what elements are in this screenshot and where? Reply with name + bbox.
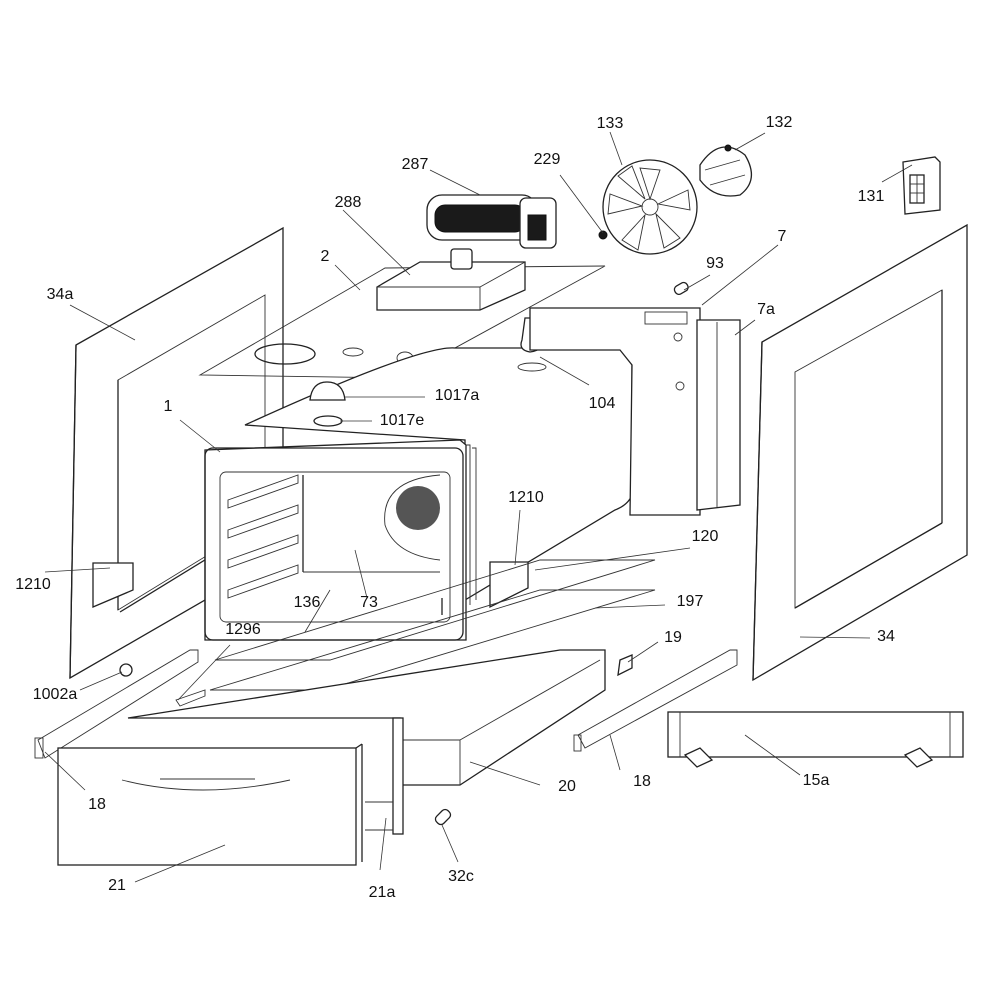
part-label-15a: 15a — [802, 772, 830, 789]
lamp-cover — [309, 381, 346, 401]
convection-fan-blade — [602, 159, 698, 255]
lamp-knob — [673, 281, 689, 296]
grommet — [119, 663, 133, 677]
side-bracket-right — [489, 561, 529, 609]
right-side-panel — [752, 223, 968, 682]
drawer-runner-left — [34, 649, 199, 759]
part-label-1296: 1296 — [225, 621, 261, 638]
lamp-seal — [313, 415, 343, 427]
cooling-fan-motor — [426, 194, 557, 249]
part-label-136: 136 — [293, 594, 321, 611]
control-panel-front — [696, 319, 741, 511]
part-label-1210-left: 1210 — [15, 576, 51, 593]
part-label-1: 1 — [163, 398, 173, 415]
part-label-18-left: 18 — [88, 796, 106, 813]
part-label-21: 21 — [108, 877, 126, 894]
fan-motor — [699, 144, 752, 197]
drawer-guide — [175, 689, 206, 707]
part-label-93: 93 — [706, 255, 724, 272]
part-label-197: 197 — [676, 593, 704, 610]
oven-cavity — [204, 347, 633, 641]
fan-nut — [598, 230, 608, 240]
top-duct-box — [376, 248, 526, 311]
bottom-plate — [209, 589, 656, 691]
part-label-287: 287 — [401, 156, 429, 173]
part-label-104: 104 — [588, 395, 616, 412]
part-label-1210-right: 1210 — [508, 489, 544, 506]
part-label-1017e: 1017e — [379, 412, 425, 429]
drawer-front-bracket — [365, 717, 404, 835]
part-label-18-right: 18 — [633, 773, 651, 790]
part-label-132: 132 — [765, 114, 793, 131]
side-bracket-left — [92, 562, 134, 608]
part-label-131: 131 — [857, 188, 885, 205]
part-label-2: 2 — [320, 248, 330, 265]
foot-adjuster — [434, 808, 452, 826]
part-label-19: 19 — [664, 629, 682, 646]
drawer-runner-right — [573, 649, 738, 752]
drawer-front — [57, 743, 363, 866]
part-label-32c: 32c — [448, 868, 474, 885]
part-label-7: 7 — [777, 228, 787, 245]
part-label-20: 20 — [558, 778, 576, 795]
part-label-73: 73 — [360, 594, 378, 611]
part-label-1002a: 1002a — [32, 686, 78, 703]
part-label-133: 133 — [596, 115, 624, 132]
leader-lines — [44, 131, 913, 883]
part-label-34a: 34a — [46, 286, 74, 303]
plinth-base — [667, 711, 964, 768]
part-label-34: 34 — [877, 628, 895, 645]
part-label-7a: 7a — [757, 301, 775, 318]
part-label-1017a: 1017a — [434, 387, 480, 404]
terminal-block — [902, 156, 941, 215]
part-label-288: 288 — [334, 194, 362, 211]
hinge-catch — [617, 654, 633, 677]
part-label-229: 229 — [533, 151, 561, 168]
part-label-21a: 21a — [368, 884, 396, 901]
bottom-insulation — [214, 559, 656, 661]
part-label-120: 120 — [691, 528, 719, 545]
